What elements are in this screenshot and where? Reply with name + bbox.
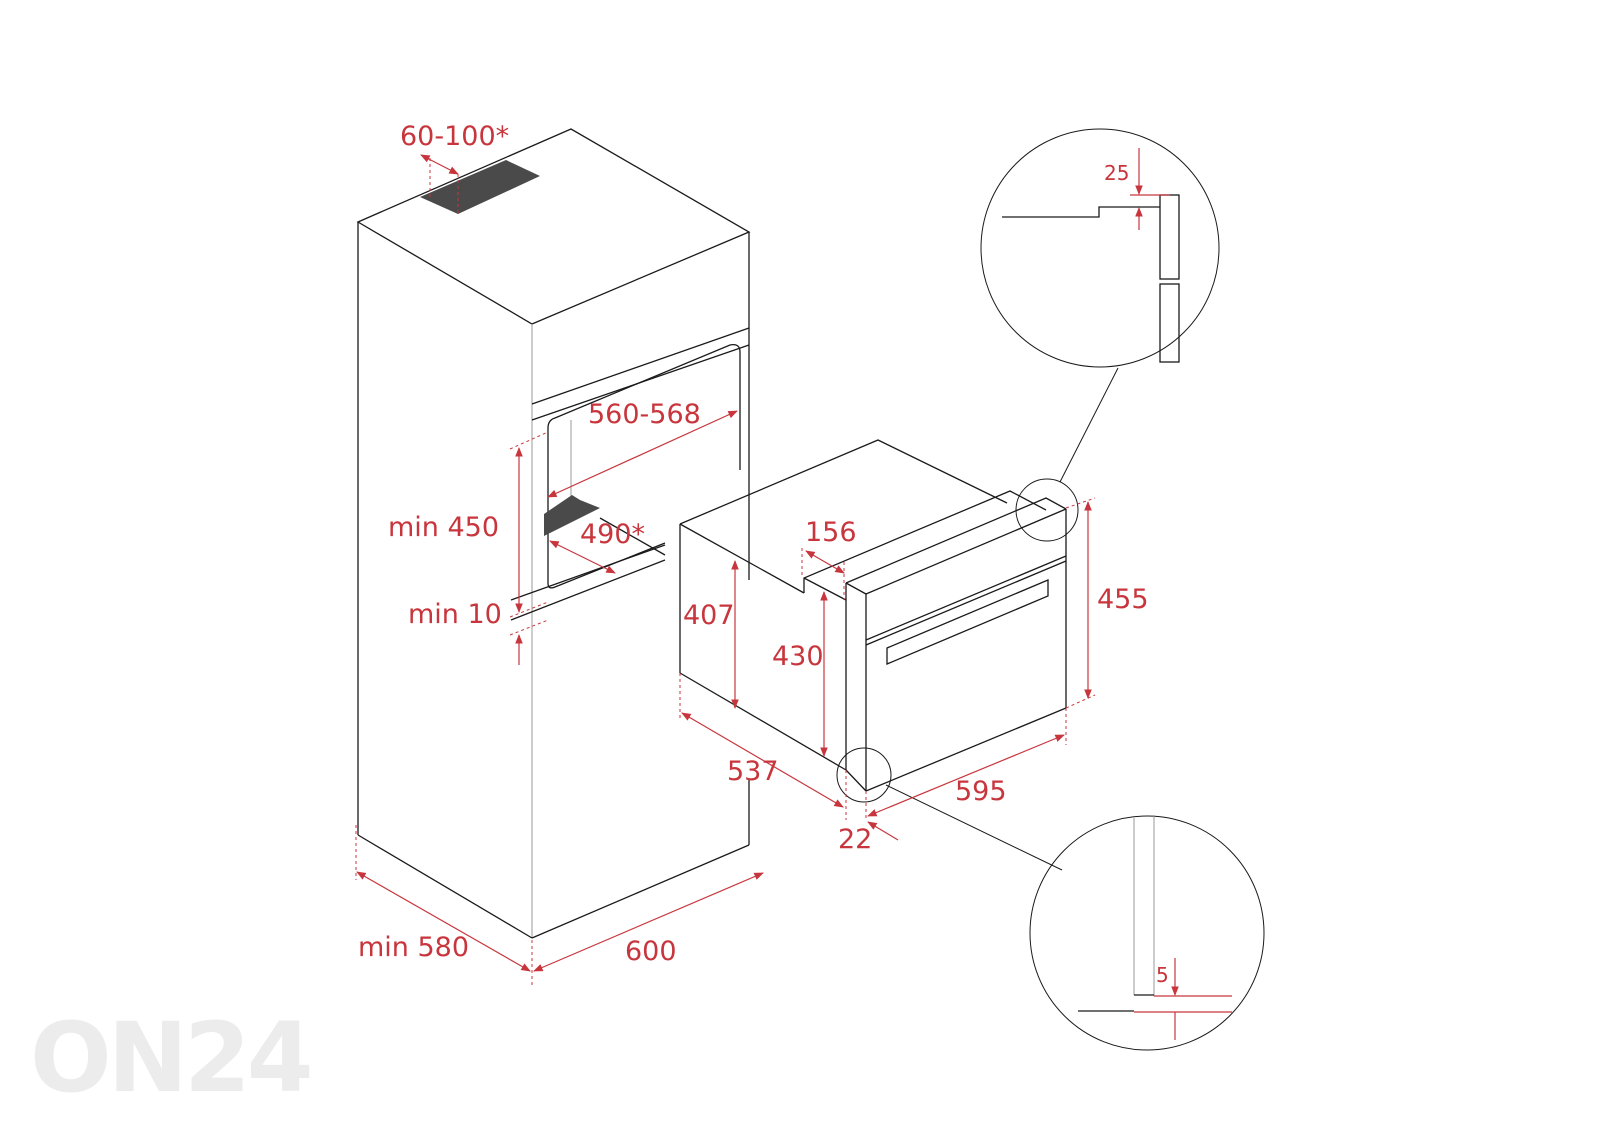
dim-cabinet-width: [533, 872, 764, 972]
dim-vent-gap: [420, 154, 459, 214]
dim-oven-depth: [679, 673, 847, 820]
label-oven-front-thickness: 22: [838, 824, 872, 855]
label-vent-depth: 490*: [580, 519, 645, 550]
dim-oven-front-thickness: [867, 821, 899, 841]
dim-oven-top-depth: [801, 548, 845, 600]
label-detail-top: 25: [1104, 161, 1129, 185]
label-oven-side-height: 407: [683, 600, 735, 631]
label-niche-width: 560-568: [588, 399, 701, 430]
detail-marker-bottom: [836, 747, 892, 803]
dim-min-gap: [509, 619, 549, 665]
dim-cabinet-depth: [355, 825, 533, 985]
cabinet-outline: [356, 128, 751, 939]
label-oven-top-depth: 156: [805, 517, 857, 548]
label-min-height: min 450: [388, 512, 499, 543]
detail-view-top: [980, 128, 1220, 368]
oven-outline: [679, 439, 1067, 792]
dim-oven-front-width: [865, 708, 1067, 820]
niche-vent-opening: [544, 495, 600, 536]
label-detail-bottom: 5: [1156, 963, 1169, 987]
top-vent-opening: [420, 160, 540, 214]
detail-view-bottom: [1029, 815, 1265, 1051]
label-vent-gap: 60-100*: [400, 121, 509, 152]
label-cabinet-width: 600: [625, 936, 677, 967]
dim-min-height: [509, 431, 549, 618]
detail-marker-top: [1015, 478, 1079, 542]
dim-niche-width: [547, 410, 738, 498]
label-oven-depth: 537: [727, 756, 779, 787]
dim-oven-front-height: [1065, 497, 1096, 709]
label-oven-front-height: 455: [1097, 584, 1149, 615]
label-cabinet-depth: min 580: [358, 932, 469, 963]
dim-vent-depth: [549, 540, 616, 574]
label-min-gap: min 10: [408, 599, 502, 630]
label-oven-front-width: 595: [955, 776, 1007, 807]
label-oven-body-height: 430: [772, 641, 824, 672]
watermark-logo: ON24: [30, 1002, 314, 1114]
